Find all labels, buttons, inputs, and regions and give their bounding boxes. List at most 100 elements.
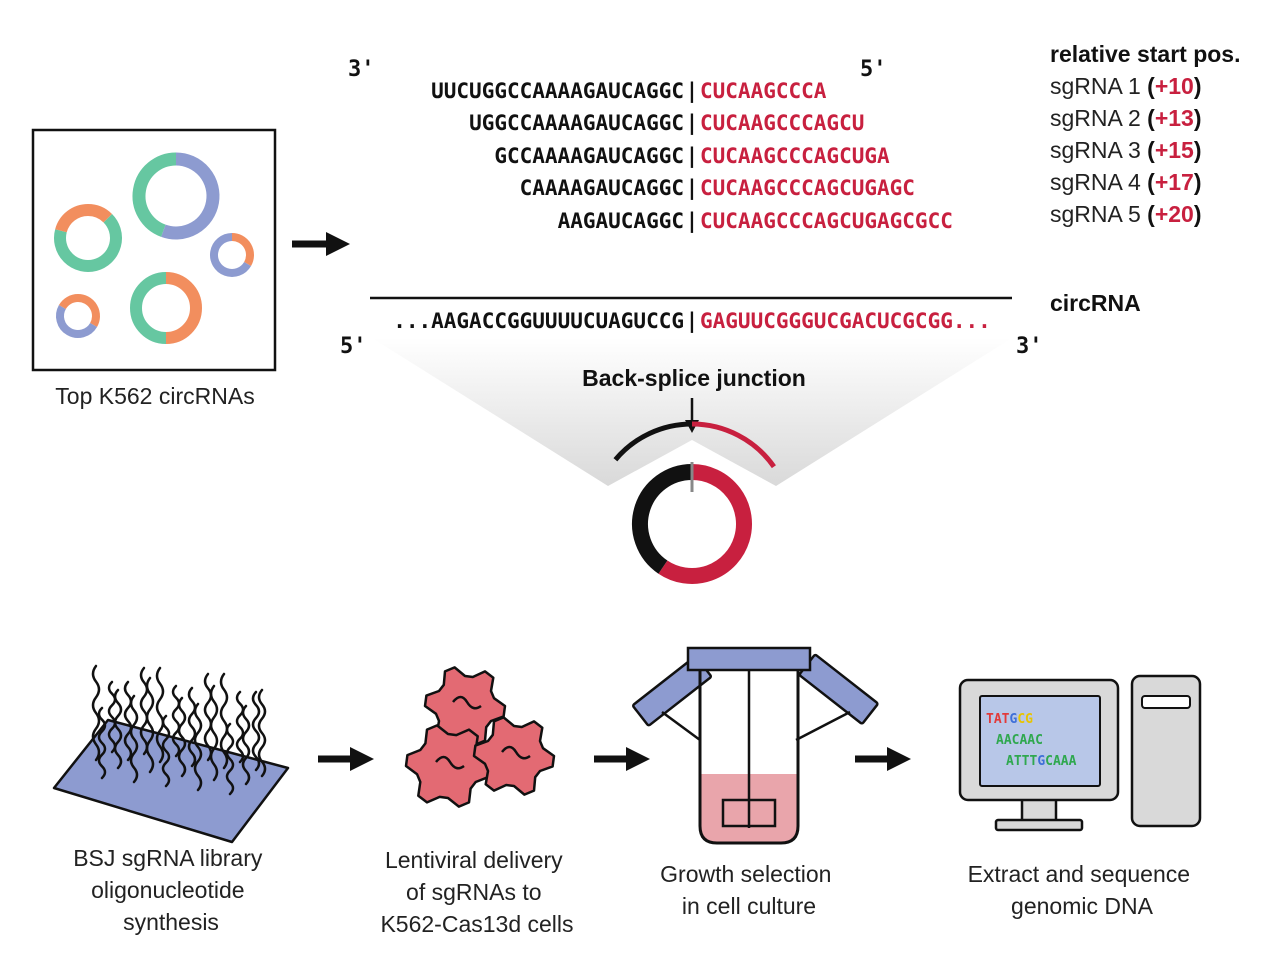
circrna-ring-segment (55, 204, 89, 233)
guide-seq-left: UGGCCAAAAGAUCAGGC (469, 111, 684, 135)
oligo-strand (171, 684, 181, 758)
oligo-strand (161, 714, 171, 788)
start-position-list: relative start pos. sgRNA 1 (+10) sgRNA … (1050, 41, 1240, 227)
oligo-strand (203, 672, 213, 762)
guide-row: CAAAAGAUCAGGC | CUCAAGCCCAGCUGAGC (520, 176, 915, 201)
guide-seq-right: CUCAAGCCCAGCUGAGC (700, 176, 915, 200)
junction-label: Back-splice junction (582, 365, 806, 391)
bioreactor-icon (632, 646, 879, 845)
outer-arc-black (613, 421, 693, 462)
oligo-strand (123, 680, 133, 762)
circrna-ring-segment (77, 294, 100, 327)
oligo-strand (139, 666, 149, 756)
circrna-ring-segment (58, 294, 79, 310)
circrna-5prime-label: 5' (340, 334, 367, 359)
circrna-panel-caption: Top K562 circRNAs (55, 383, 254, 409)
guide-seq-left: CAAAAGAUCAGGC (520, 176, 684, 200)
oligo-strand (107, 680, 117, 754)
start-position-header: relative start pos. (1050, 41, 1240, 67)
oligo-strand (235, 690, 245, 764)
oligo-strand (177, 696, 187, 778)
oligo-strand (155, 666, 165, 764)
circrna-ring-segment (231, 233, 254, 266)
oligo-strand (145, 676, 155, 774)
step-caption-growth: Growth selection in cell culture (660, 861, 838, 919)
sgrna-sequences: 3' 5' UUCUGGCCAAAAGAUCAGGC | CUCAAGCCCA … (348, 57, 953, 234)
guide-divider: | (686, 176, 699, 201)
step-caption-synthesis: BSJ sgRNA library oligonucleotide synthe… (73, 845, 269, 935)
circrna-ring-segment (210, 233, 252, 277)
oligo-strand (219, 672, 229, 770)
circrna-ring-segment (161, 152, 220, 240)
circrna-ring-segment (165, 272, 202, 344)
oligo-strand (113, 688, 123, 770)
virus-particle (472, 716, 556, 796)
circrna-box (31, 128, 277, 372)
ring-arc-black (632, 464, 693, 574)
circrna-seq-left: ...AAGACCGGUUUUCUAGUCCG (393, 309, 684, 333)
oligo-strand (97, 706, 107, 780)
circrna-label: circRNA (1050, 290, 1141, 316)
oligo-strand (129, 694, 139, 784)
virus-rna (501, 745, 531, 760)
junction-zoom: Back-splice junction (372, 338, 1012, 584)
circrna-ring-segment (56, 305, 98, 338)
virus-particle (423, 666, 507, 746)
circrna-divider: | (686, 309, 699, 334)
circrna-ring-junction (613, 421, 776, 584)
guide-5prime-label: 5' (860, 57, 887, 82)
oligo-chip-icon (52, 664, 290, 844)
step-caption-delivery: Lentiviral delivery of sgRNAs to K562-Ca… (380, 847, 573, 937)
circrna-ring-segment (54, 213, 122, 272)
virus-rna (435, 755, 465, 770)
guide-3prime-label: 3' (348, 57, 375, 82)
guide-seq-right: CUCAAGCCCAGCUGAGCGCC (700, 209, 953, 233)
oligo-strand (257, 688, 267, 778)
workflow-arrow (594, 747, 650, 771)
oligo-strand (193, 702, 203, 792)
guide-divider: | (686, 79, 699, 104)
oligo-strands (91, 664, 267, 796)
guide-divider: | (686, 144, 699, 169)
oligo-strand (209, 684, 219, 782)
circrna-ring-segment (87, 204, 113, 223)
oligo-strand (241, 704, 251, 786)
step-caption-sequencing: Extract and sequence genomic DNA (968, 861, 1197, 919)
guide-row: GCCAAAAGAUCAGGC | CUCAAGCCCAGCUGA (494, 144, 890, 169)
ring-arc-red (658, 464, 752, 584)
guide-seq-right: CUCAAGCCCAGCU (700, 111, 864, 135)
guide-seq-left: UUCUGGCCAAAAGAUCAGGC (431, 79, 684, 103)
workflow-arrow (318, 747, 374, 771)
circrna-ring-segment (130, 272, 167, 344)
start-position-item: sgRNA 2 (+13) (1050, 105, 1202, 131)
virus-particle (404, 724, 492, 808)
outer-arc-red (691, 421, 776, 469)
circrna-sequence: circRNA ...AAGACCGGUUUUCUAGUCCG | GAGUUC… (340, 290, 1141, 359)
oligo-strand (251, 690, 261, 772)
guide-seq-right: CUCAAGCCCAGCUGA (700, 144, 890, 168)
workflow-arrow (855, 747, 911, 771)
guide-seq-left: GCCAAAAGAUCAGGC (494, 144, 684, 168)
circrna-rings (54, 152, 254, 344)
start-position-item: sgRNA 4 (+17) (1050, 169, 1202, 195)
start-position-item: sgRNA 1 (+10) (1050, 73, 1202, 99)
guide-row: UUCUGGCCAAAAGAUCAGGC | CUCAAGCCCA (431, 79, 827, 104)
guide-row: AAGAUCAGGC | CUCAAGCCCAGCUGAGCGCC (558, 209, 953, 234)
start-position-item: sgRNA 5 (+20) (1050, 201, 1202, 227)
arrow-to-guides (292, 232, 350, 256)
circrna-panel: Top K562 circRNAs (31, 128, 277, 409)
guide-seq-left: AAGAUCAGGC (558, 209, 684, 233)
virus-rna (452, 695, 482, 710)
guide-seq-right: CUCAAGCCCA (700, 79, 827, 103)
start-position-item: sgRNA 3 (+15) (1050, 137, 1202, 163)
circrna-ring-segment (132, 152, 177, 237)
oligo-strand (187, 686, 197, 768)
circrna-3prime-label: 3' (1016, 334, 1043, 359)
oligo-strand (91, 664, 101, 762)
guide-divider: | (686, 111, 699, 136)
circrna-seq-right: GAGUUCGGGUCGACUCGCGG... (700, 309, 991, 333)
